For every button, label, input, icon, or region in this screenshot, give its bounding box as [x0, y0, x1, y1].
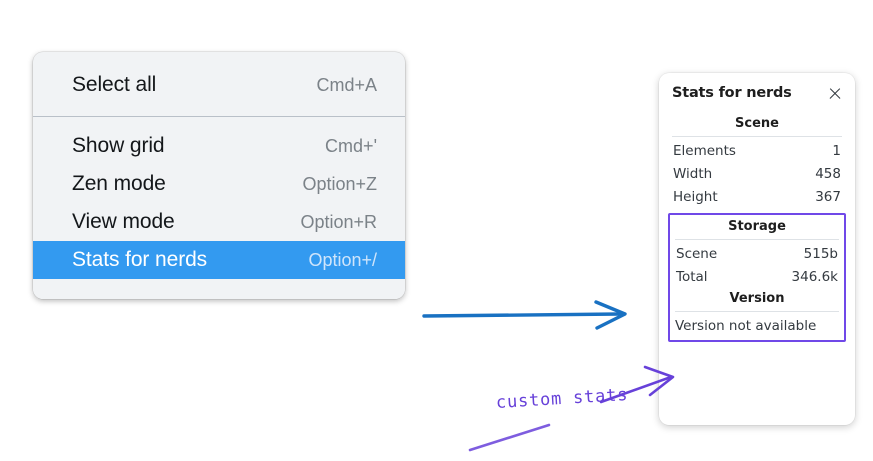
stats-for-nerds-panel[interactable]: Stats for nerds Scene Elements 1 Width 4… [659, 73, 855, 425]
menu-item-shortcut: Option+R [300, 211, 377, 232]
menu-section-top: Select all Cmd+A [33, 52, 405, 116]
stat-key: Width [673, 165, 713, 182]
menu-item-view-mode[interactable]: View mode Option+R [33, 203, 405, 241]
menu-item-label: Show grid [72, 134, 165, 157]
version-text: Version not available [675, 318, 817, 334]
menu-item-shortcut: Option+/ [308, 249, 377, 270]
menu-bottom-padding [33, 279, 405, 299]
stats-panel-title: Stats for nerds [672, 85, 792, 101]
scene-section-heading: Scene [735, 116, 779, 131]
menu-item-label: Zen mode [72, 172, 166, 195]
custom-stats-highlight-box: Storage Scene 515b Total 346.6k Version … [668, 213, 846, 342]
stat-key: Height [673, 188, 718, 205]
divider [672, 136, 842, 137]
stat-row-elements: Elements 1 [670, 139, 844, 162]
close-icon[interactable] [827, 86, 842, 101]
menu-item-label: View mode [72, 210, 175, 233]
menu-item-shortcut: Cmd+A [316, 74, 377, 95]
stat-value: 346.6k [791, 268, 838, 285]
divider [675, 311, 839, 312]
menu-item-label: Select all [72, 73, 157, 96]
stats-panel-header: Stats for nerds [670, 85, 844, 101]
menu-divider [33, 116, 405, 117]
menu-item-select-all[interactable]: Select all Cmd+A [33, 66, 405, 104]
menu-item-label: Stats for nerds [72, 248, 208, 271]
stat-value: 458 [815, 165, 841, 182]
stat-row-storage-scene: Scene 515b [673, 242, 841, 265]
stat-value: 367 [815, 188, 841, 205]
stat-value: 1 [832, 142, 841, 159]
menu-item-shortcut: Option+Z [302, 173, 377, 194]
blue-arrow-annotation [422, 300, 627, 330]
menu-item-zen-mode[interactable]: Zen mode Option+Z [33, 165, 405, 203]
divider [675, 239, 839, 240]
menu-item-shortcut: Cmd+' [325, 135, 377, 156]
menu-section-bottom: Show grid Cmd+' Zen mode Option+Z View m… [33, 117, 405, 279]
stat-row-storage-total: Total 346.6k [673, 265, 841, 288]
version-section-heading: Version [729, 291, 785, 306]
custom-stats-handwritten-label: custom stats [495, 384, 629, 413]
stat-key: Elements [673, 142, 736, 159]
menu-item-show-grid[interactable]: Show grid Cmd+' [33, 127, 405, 165]
menu-item-stats-for-nerds[interactable]: Stats for nerds Option+/ [33, 241, 405, 279]
purple-underline-stroke [468, 423, 551, 452]
stat-row-width: Width 458 [670, 162, 844, 185]
context-menu[interactable]: Select all Cmd+A Show grid Cmd+' Zen mod… [33, 52, 405, 299]
stat-key: Total [676, 268, 708, 285]
storage-section-heading: Storage [728, 219, 786, 234]
stat-key: Scene [676, 245, 718, 262]
stat-row-height: Height 367 [670, 185, 844, 208]
stat-value: 515b [803, 245, 838, 262]
